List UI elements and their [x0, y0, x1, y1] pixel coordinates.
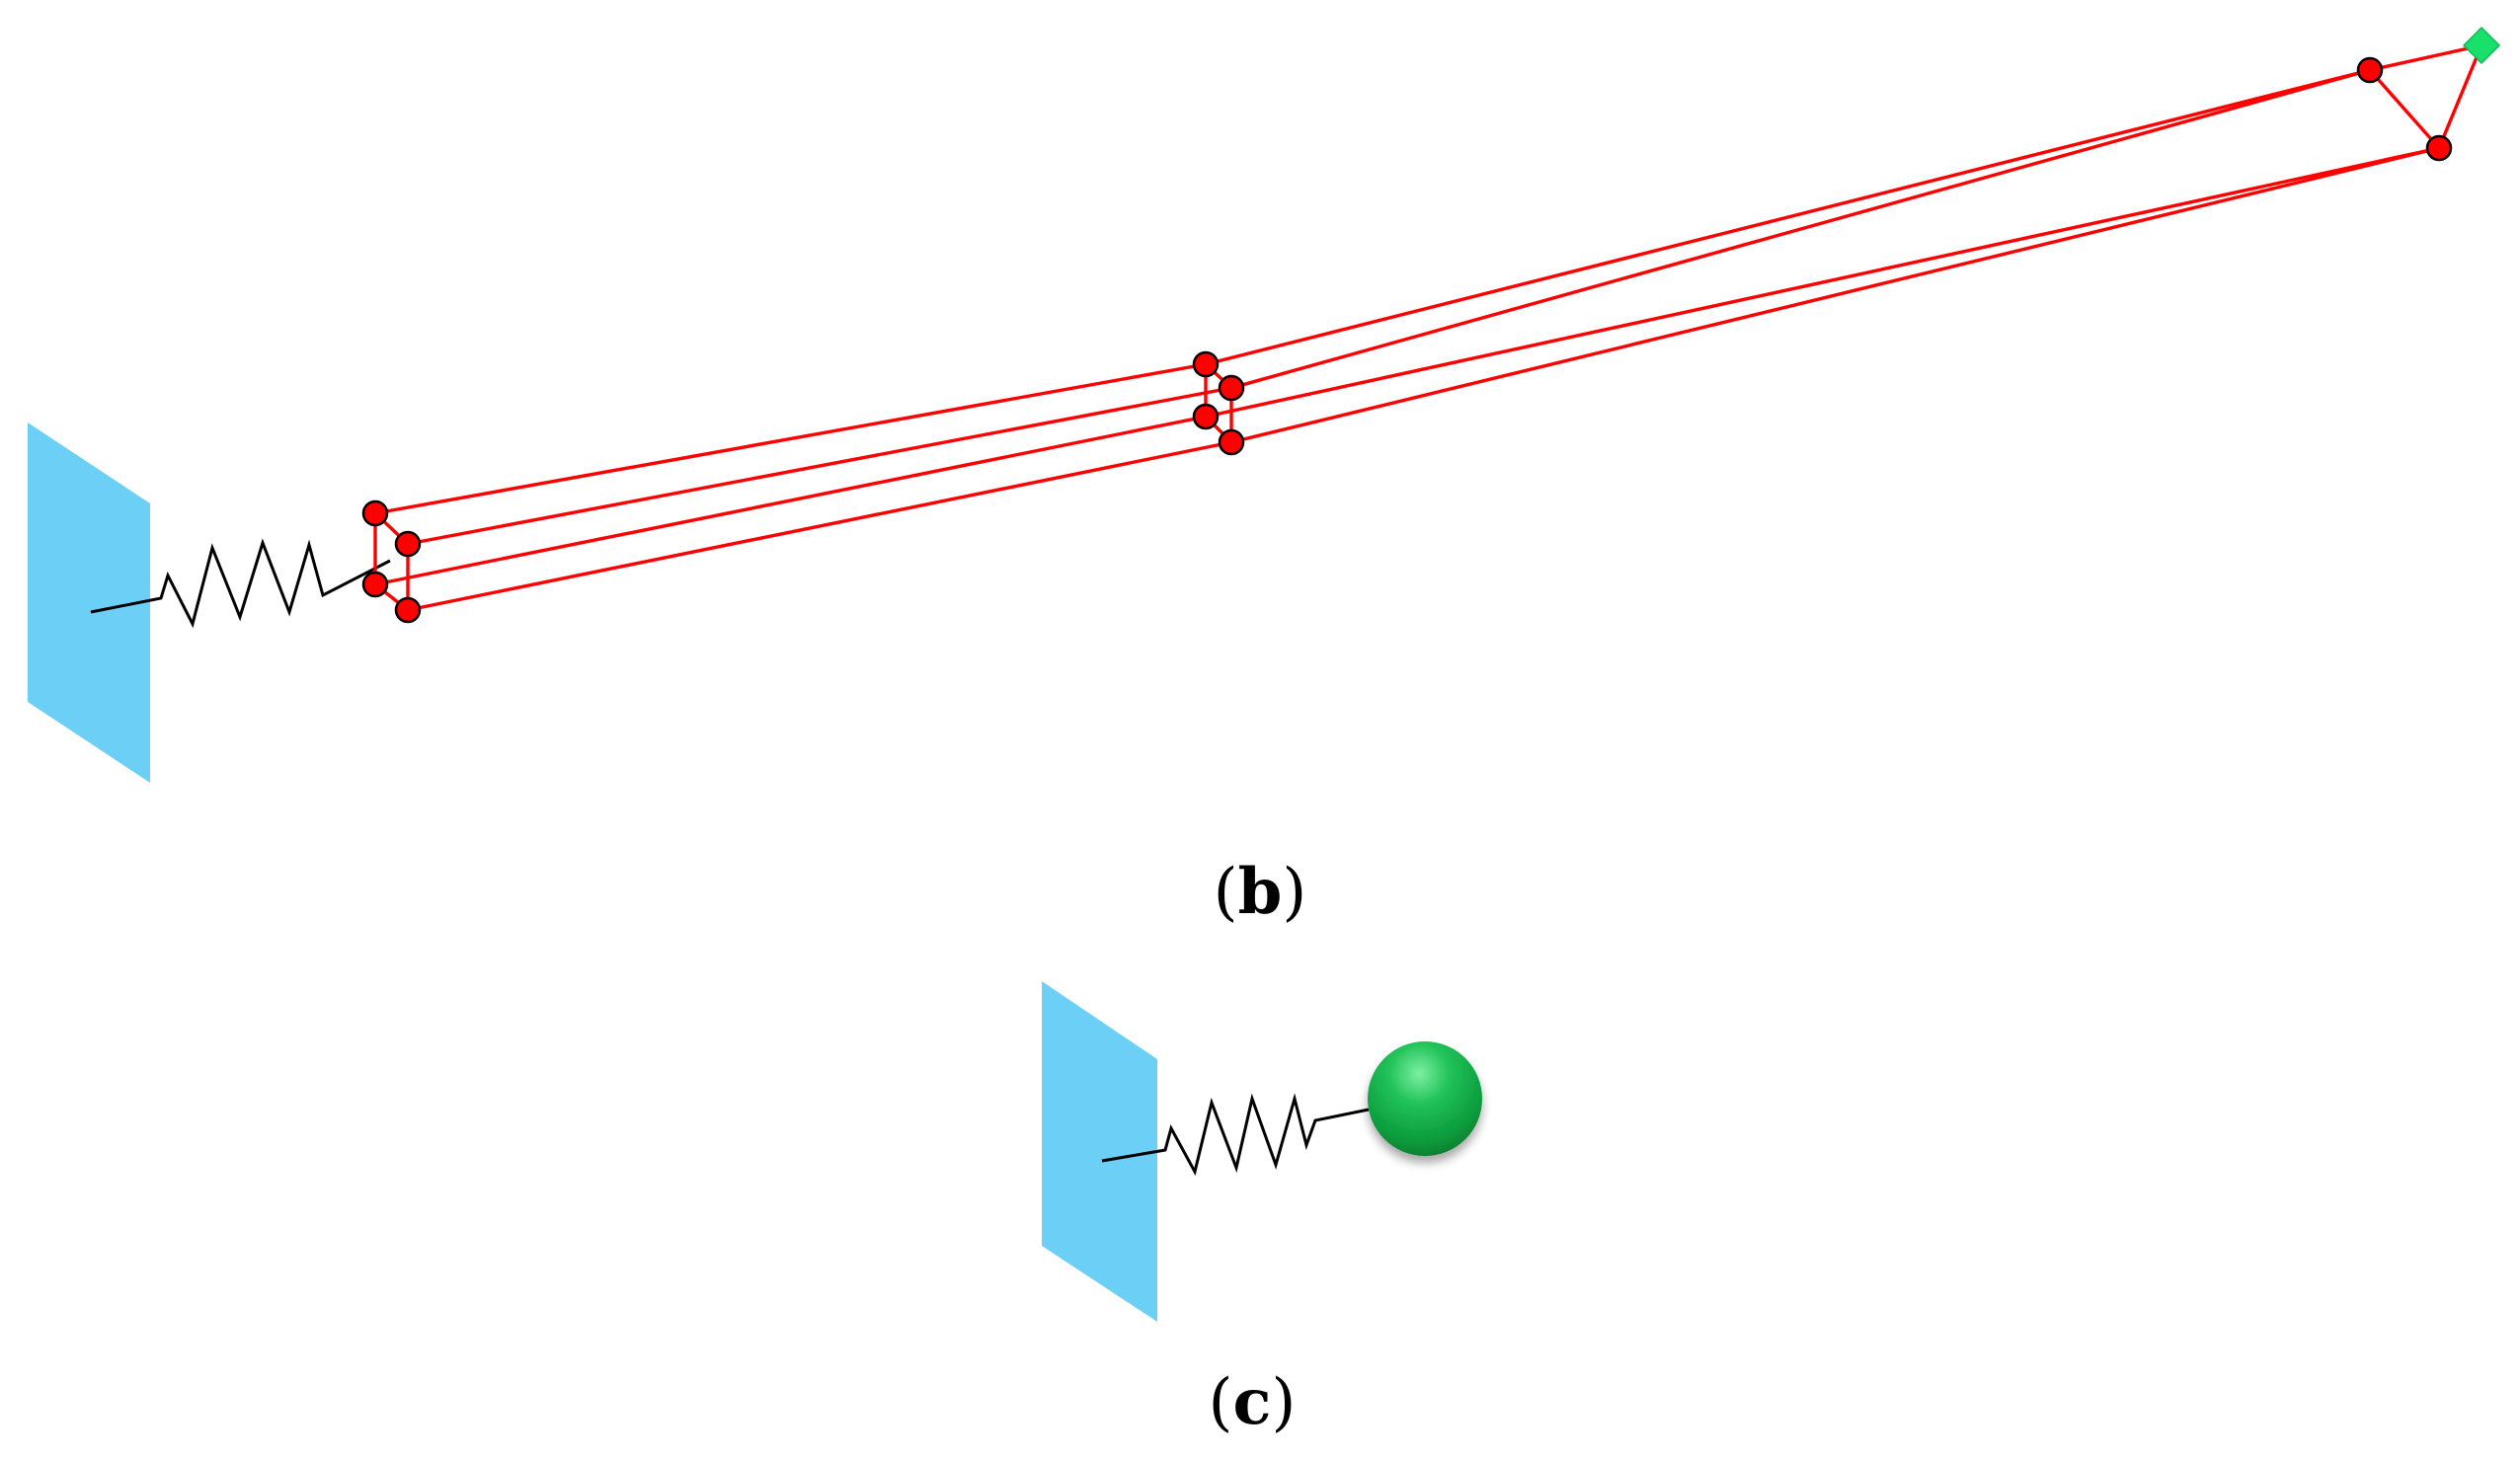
wall-support-c — [1042, 981, 1157, 1322]
truss-member — [2369, 43, 2482, 72]
spring-b — [90, 538, 391, 629]
panel-c: (c) — [1042, 981, 1482, 1439]
truss-member — [1205, 68, 2371, 366]
spring-c — [1101, 1093, 1370, 1177]
truss-member — [1230, 68, 2371, 390]
truss-node — [1218, 428, 1245, 456]
truss-node — [2425, 134, 2453, 162]
truss-members — [373, 43, 2483, 612]
truss-nodes — [361, 56, 2453, 624]
truss-node — [361, 499, 389, 527]
truss-structure — [361, 26, 2501, 624]
wall-support-b — [28, 422, 150, 783]
truss-member — [1230, 146, 2440, 444]
panel-label-b: (b) — [1214, 855, 1307, 929]
panel-b: (b) — [28, 26, 2501, 929]
truss-member — [407, 386, 1232, 546]
truss-node — [1192, 350, 1220, 378]
truss-node — [394, 596, 422, 624]
truss-member — [2368, 68, 2441, 150]
truss-node — [361, 571, 389, 598]
truss-member — [2437, 44, 2483, 149]
truss-node — [394, 530, 422, 558]
truss-node — [1192, 403, 1220, 430]
truss-member — [374, 415, 1207, 586]
truss-node — [2356, 56, 2384, 84]
truss-member — [374, 362, 1207, 515]
truss-member — [407, 440, 1232, 612]
mass-ball — [1368, 1041, 1482, 1156]
truss-member — [1205, 146, 2440, 419]
panel-label-c: (c) — [1209, 1365, 1297, 1439]
tip-marker — [2462, 26, 2501, 65]
truss-node — [1218, 374, 1245, 402]
